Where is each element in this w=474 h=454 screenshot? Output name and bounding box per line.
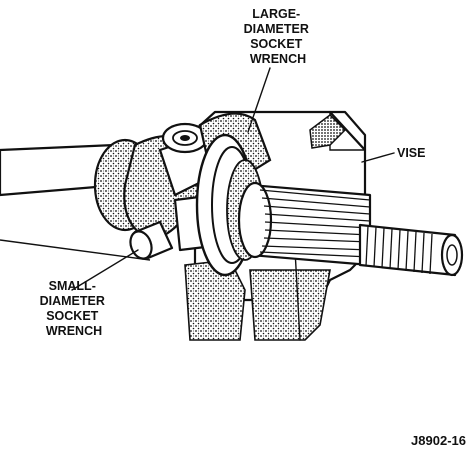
small-socket-label: SMALL- DIAMETER SOCKET WRENCH (40, 279, 109, 338)
large-socket-label-line-4: WRENCH (250, 52, 306, 66)
small-socket-label-line-1: SMALL- (49, 279, 96, 293)
threaded-stub (358, 223, 464, 277)
stub-end (440, 233, 464, 277)
stub-center-hole (446, 244, 458, 266)
thread-lines (365, 225, 433, 275)
large-socket-leader (247, 67, 271, 133)
vise-edge-line (294, 249, 301, 341)
spline-teeth (259, 189, 371, 258)
vise-jaw-shading (309, 114, 347, 149)
vise-base-right (249, 269, 331, 341)
small-socket-label-line-2: DIAMETER (40, 294, 105, 308)
large-socket-label-line-1: LARGE- (252, 7, 300, 21)
ground-line (0, 239, 151, 261)
vise-leader (361, 152, 395, 163)
large-socket-label: LARGE- DIAMETER SOCKET WRENCH (244, 7, 313, 66)
small-socket-leader (71, 249, 139, 291)
vise-jaw-top (328, 110, 367, 152)
figure-id: J8902-16 (411, 433, 466, 448)
small-socket-label-line-4: WRENCH (46, 324, 102, 338)
vise-label: VISE (397, 146, 426, 160)
large-socket-label-line-3: SOCKET (250, 37, 302, 51)
small-socket-label-line-3: SOCKET (46, 309, 98, 323)
large-socket-label-line-2: DIAMETER (244, 22, 309, 36)
bearing-cap-center (180, 135, 190, 141)
spline-end (237, 181, 273, 259)
splined-shaft (237, 181, 372, 267)
